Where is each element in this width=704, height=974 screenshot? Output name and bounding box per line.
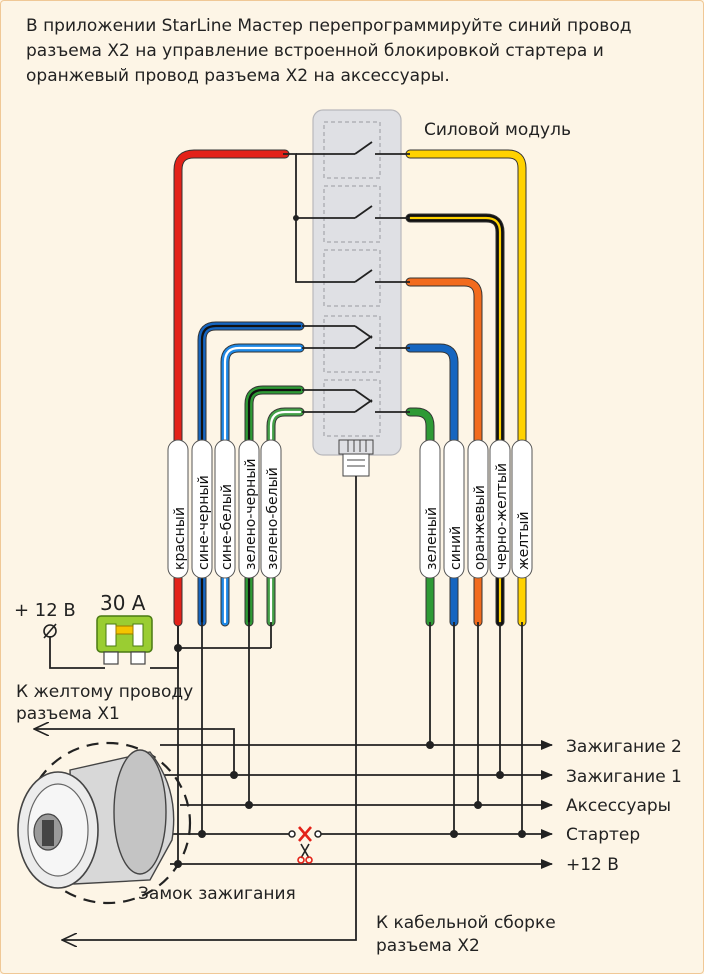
wire-left-1 [173, 149, 290, 627]
wire-label-right-4: черно-желтый [489, 439, 511, 579]
x2-cable-line [62, 476, 357, 940]
relay-box [323, 379, 381, 437]
intro-line-2: разъема X2 на управление встроенной блок… [26, 41, 604, 61]
wire-left-2 [197, 321, 305, 627]
output-label-plus12: +12 В [566, 855, 619, 875]
relay-switch [354, 325, 373, 339]
supply-label: + 12 В [14, 600, 76, 621]
output-label-ignition-1: Зажигание 1 [566, 767, 682, 787]
svg-text:сине-черный: сине-черный [196, 475, 212, 570]
fuse-to-red [150, 626, 179, 669]
wire-label-right-3: оранжевый [467, 439, 489, 579]
power-module [312, 109, 402, 477]
circuit-lines [34, 153, 552, 940]
wire-right-3 [405, 277, 483, 627]
intro-line-3: оранжевый провод разъема X2 на аксессуар… [26, 66, 450, 86]
relay-switch [354, 205, 373, 219]
relay-box [323, 185, 381, 243]
scissors-icon [297, 843, 313, 864]
fuse-icon [43, 615, 153, 665]
wire-label-left-1: красный [167, 439, 189, 579]
intro-line-1: В приложении StarLine Мастер перепрограм… [26, 16, 632, 36]
fuse-rating-label: 30 А [100, 591, 146, 615]
wire-right-5 [405, 149, 527, 627]
relay-box [323, 315, 381, 373]
intro-text: В приложении StarLine Мастер перепрограм… [26, 14, 666, 89]
ignition-lock-icon [17, 741, 192, 905]
to-yellow-x1-line-2: разъема X1 [16, 704, 120, 724]
wire-left-5 [266, 407, 305, 627]
relay-switch [354, 389, 373, 403]
relay-switches [354, 141, 373, 413]
svg-text:красный: красный [172, 507, 188, 570]
svg-text:зеленый: зеленый [424, 507, 440, 570]
wire-left-3 [220, 343, 305, 627]
wires [173, 149, 527, 627]
cut-marker [288, 826, 322, 864]
module-connector [338, 439, 374, 477]
to-x2-label: К кабельной сборке разъема X2 [376, 912, 556, 958]
wire-label-right-1: зеленый [419, 439, 441, 579]
wire-label-left-4: зелено-черный [238, 439, 260, 579]
svg-text:зелено-белый: зелено-белый [265, 467, 281, 570]
wire-left-4 [244, 385, 305, 627]
wire-label-right-5: желтый [511, 439, 533, 579]
wire-label-left-2: сине-черный [191, 439, 213, 579]
wire-label-left-5: зелено-белый [260, 439, 282, 579]
wire-label-left-3: сине-белый [214, 439, 236, 579]
relay-switch [354, 399, 373, 413]
power-module-label: Силовой модуль [424, 120, 571, 140]
junction-dots [174, 215, 526, 868]
output-label-ignition-2: Зажигание 2 [566, 737, 682, 757]
relay-box [323, 249, 381, 307]
fuse-supply-line [49, 636, 105, 669]
to-yellow-x1-line-1: К желтому проводу [16, 682, 194, 702]
wire-right-4 [405, 213, 505, 627]
svg-text:черно-желтый: черно-желтый [494, 463, 510, 570]
to-x2-line-1: К кабельной сборке [376, 913, 556, 933]
svg-text:синий: синий [448, 526, 464, 570]
relay-switch [354, 269, 373, 283]
relay-switch [354, 335, 373, 349]
to-x2-line-2: разъема X2 [376, 936, 480, 956]
svg-text:оранжевый: оранжевый [472, 485, 488, 570]
wire-label-right-2: синий [443, 439, 465, 579]
relay-box [323, 121, 381, 179]
svg-text:сине-белый: сине-белый [219, 484, 235, 570]
line-to-yellow-x1 [34, 729, 235, 775]
relay-boxes [323, 121, 381, 437]
output-label-accessories: Аксессуары [566, 796, 672, 816]
svg-text:зелено-черный: зелено-черный [243, 459, 259, 570]
wire-labels: красный сине-черный сине-белый зелено-черны… [167, 439, 533, 579]
cut-x-icon [298, 826, 312, 842]
ignition-lock-label: Замок зажигания [138, 884, 296, 904]
wire-right-1 [405, 407, 435, 627]
wire-right-2 [405, 343, 459, 627]
relay-switch [354, 141, 373, 155]
output-label-starter: Стартер [566, 825, 641, 845]
to-yellow-x1-label: К желтому проводу разъема X1 [16, 681, 193, 725]
svg-text:желтый: желтый [516, 512, 532, 570]
